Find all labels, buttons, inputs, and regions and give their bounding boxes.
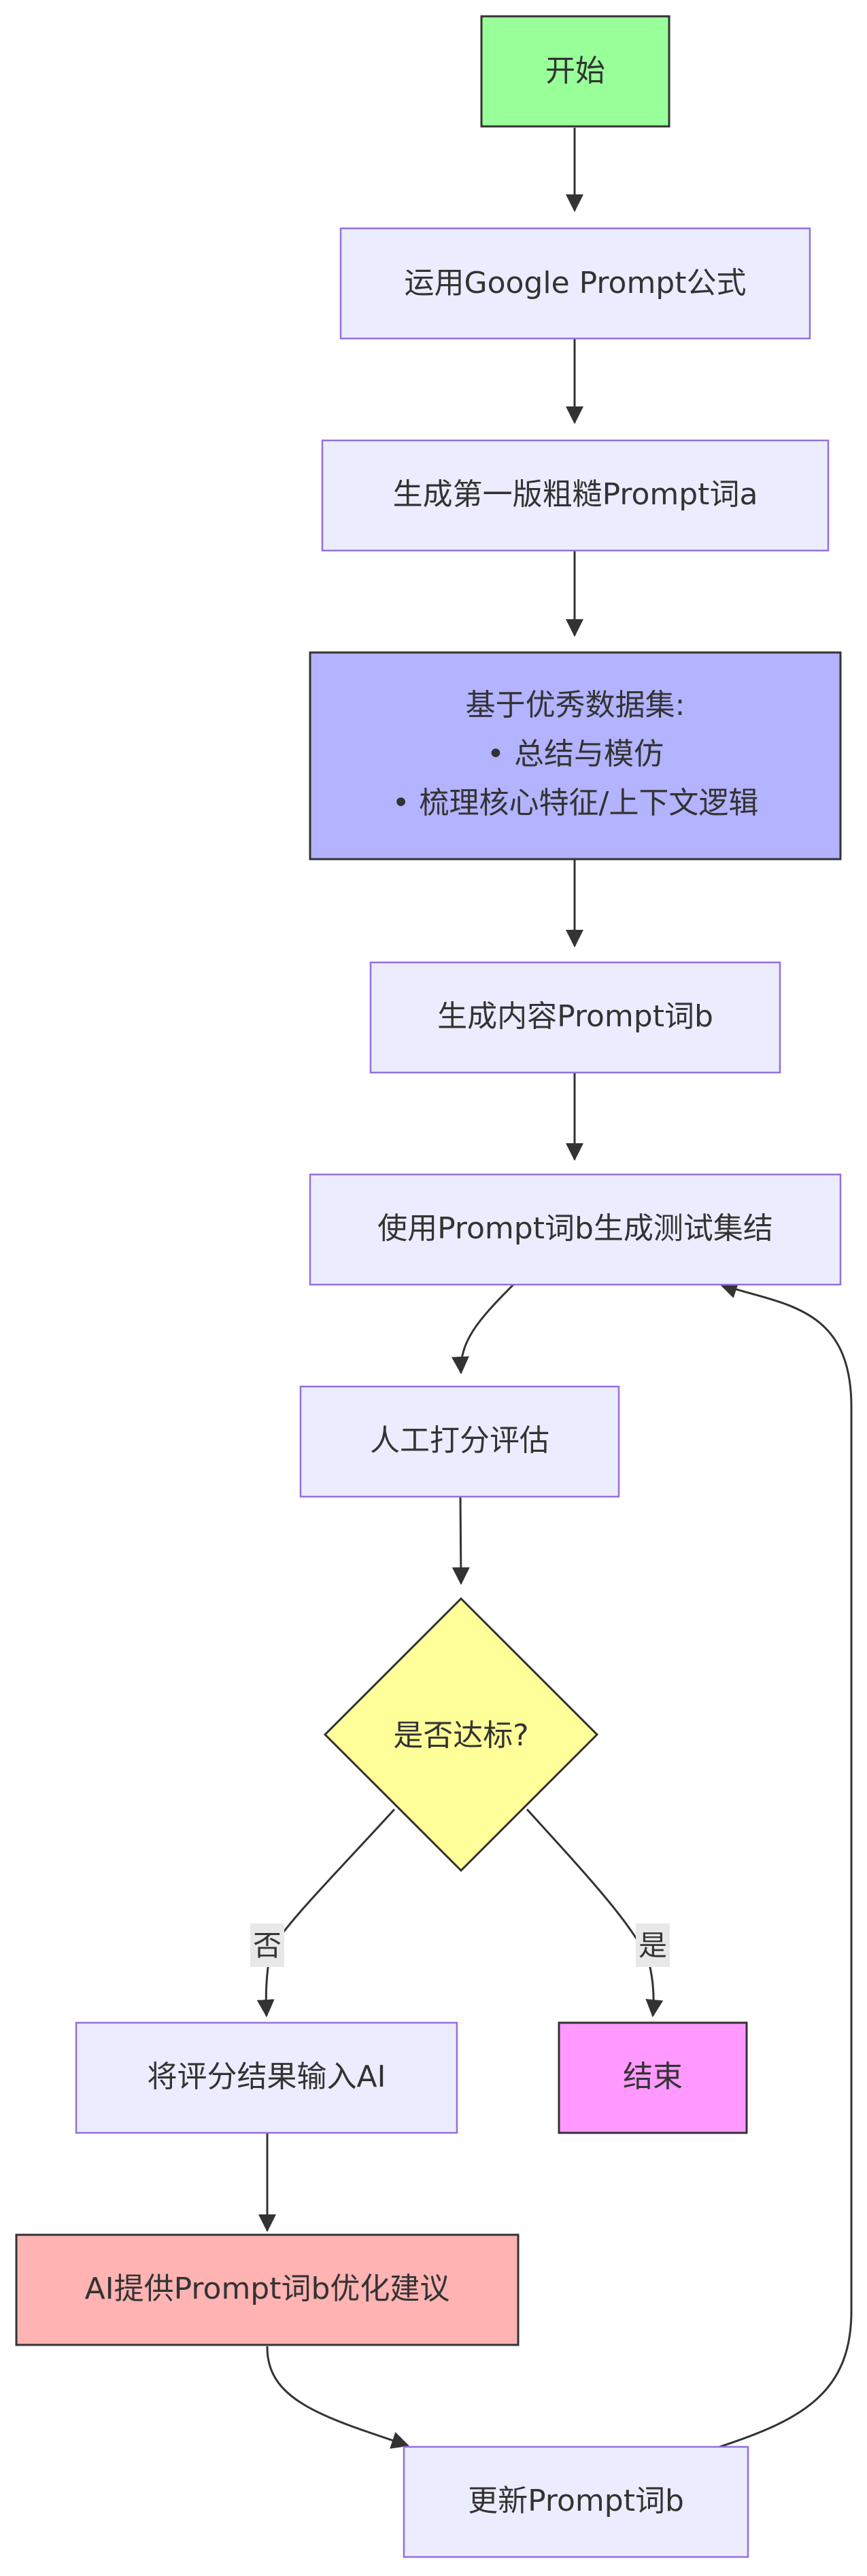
node-start-label: 开始 [545,54,605,88]
node-dataset-line3: • 梳理核心特征/上下文逻辑 [392,786,759,820]
edge-testset-to-eval [451,1283,515,1374]
node-end-label: 结束 [623,2059,683,2094]
node-test-set[interactable]: 使用Prompt词b生成测试集结 [309,1173,842,1286]
node-formula-label: 运用Google Prompt公式 [405,266,747,300]
node-formula[interactable]: 运用Google Prompt公式 [339,227,811,340]
node-feed-ai-label: 将评分结果输入AI [147,2059,386,2094]
node-update-label: 更新Prompt词b [468,2484,684,2518]
edge-decision-to-feedai [256,1808,396,2017]
edge-decision-to-end [526,1808,664,2017]
node-start[interactable]: 开始 [480,15,670,128]
node-decision-label: 是否达标? [393,1718,528,1753]
edge-update-to-testset-loop [719,1281,853,2448]
edge-label-yes-text: 是 [639,1929,667,1962]
edge-label-no: 否 [250,1924,284,1967]
node-ai-suggest-label: AI提供Prompt词b优化建议 [85,2272,450,2306]
node-draft[interactable]: 生成第一版粗糙Prompt词a [321,439,830,552]
node-draft-label: 生成第一版粗糙Prompt词a [393,477,758,512]
edge-eval-to-decision [452,1496,470,1585]
edge-label-no-text: 否 [253,1929,282,1962]
edge-label-no-background [250,1924,284,1967]
edge-label-yes: 是 [636,1924,670,1967]
node-manual-eval-label: 人工打分评估 [370,1423,549,1458]
node-decision[interactable]: 是否达标? [323,1597,599,1873]
node-prompt-b[interactable]: 生成内容Prompt词b [369,961,781,1074]
node-dataset-line2: • 总结与模仿 [487,737,664,771]
edge-aisuggest-to-update [266,2346,409,2449]
node-dataset[interactable]: 基于优秀数据集: • 总结与模仿 • 梳理核心特征/上下文逻辑 [309,651,842,860]
node-dataset-line1: 基于优秀数据集: [466,688,685,723]
node-update[interactable]: 更新Prompt词b [403,2446,749,2558]
node-prompt-b-label: 生成内容Prompt词b [437,999,713,1034]
node-ai-suggest[interactable]: AI提供Prompt词b优化建议 [15,2233,520,2346]
node-test-set-label: 使用Prompt词b生成测试集结 [377,1211,773,1246]
node-feed-ai[interactable]: 将评分结果输入AI [75,2021,458,2134]
edge-label-yes-background [636,1924,670,1967]
node-end[interactable]: 结束 [558,2021,748,2134]
node-manual-eval[interactable]: 人工打分评估 [299,1385,620,1498]
